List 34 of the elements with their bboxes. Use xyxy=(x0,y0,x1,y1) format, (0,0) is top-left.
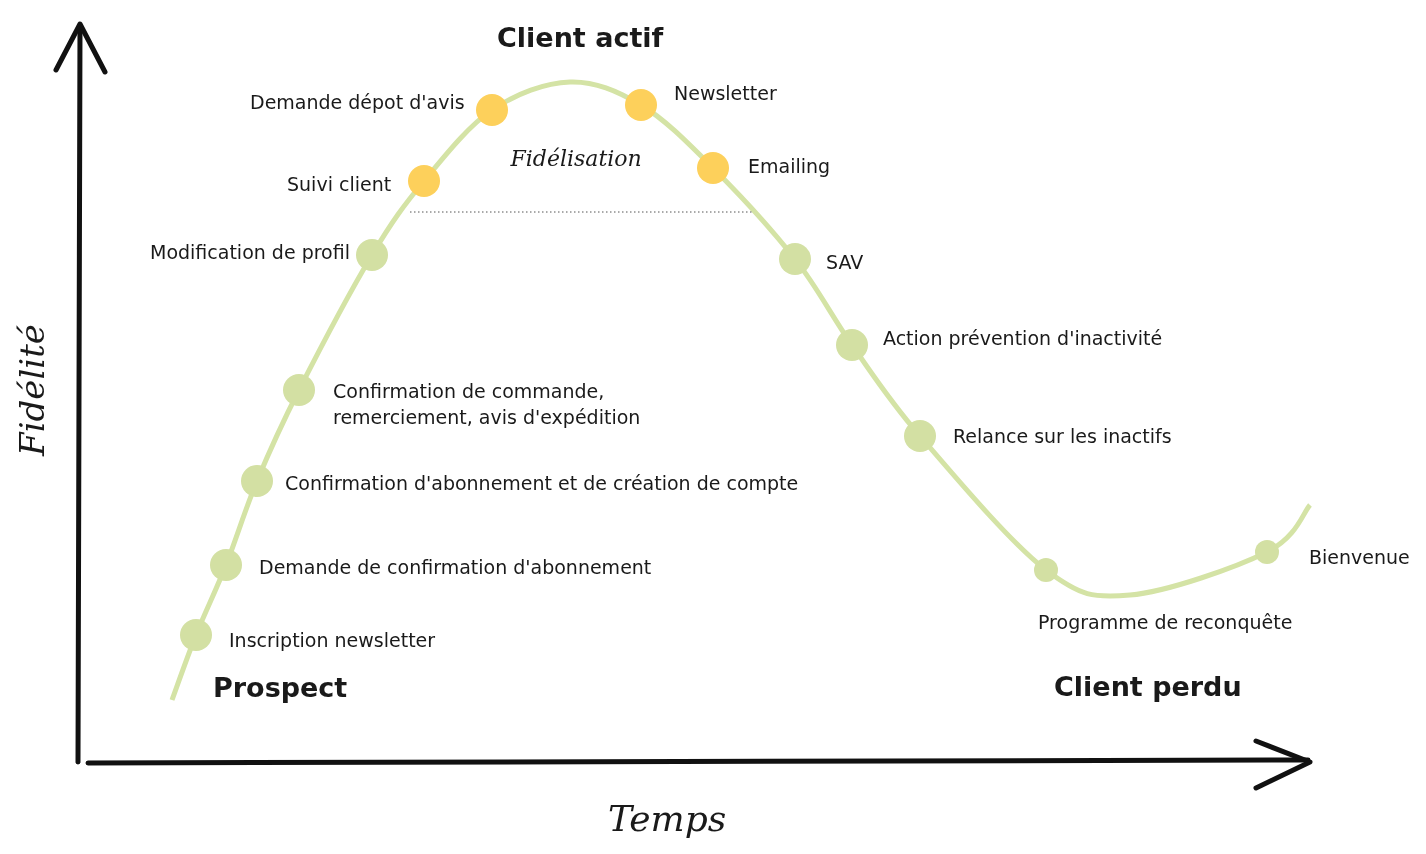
milestone-label: Inscription newsletter xyxy=(229,628,436,653)
milestone-label: Suivi client xyxy=(287,172,392,197)
milestone-label: Confirmation d'abonnement et de création de compte xyxy=(285,471,799,496)
milestone-label: Action prévention d'inactivité xyxy=(883,326,1163,351)
milestone-label: Programme de reconquête xyxy=(1038,610,1293,635)
milestone-dot xyxy=(180,619,212,651)
milestone-dot xyxy=(408,165,440,197)
milestone-dot xyxy=(625,89,657,121)
milestone-label: Newsletter xyxy=(674,81,777,106)
milestone-dot xyxy=(210,549,242,581)
section-label: Fidélisation xyxy=(510,145,642,171)
milestone-dot xyxy=(1255,540,1279,564)
phase-label: Prospect xyxy=(213,671,348,703)
milestone-dot xyxy=(836,329,868,361)
milestone-dot xyxy=(779,243,811,275)
milestone-dot xyxy=(476,94,508,126)
heading: Client actif xyxy=(497,21,664,53)
milestone-dot xyxy=(1034,558,1058,582)
milestone-label: Confirmation de commande, remerciement, avis d'expédition xyxy=(333,379,642,430)
milestone-label: Emailing xyxy=(748,154,831,179)
milestone-dot xyxy=(904,420,936,452)
axis-title: Temps xyxy=(608,797,727,839)
milestone-dot xyxy=(283,374,315,406)
milestone-label: Bienvenue xyxy=(1309,545,1410,570)
milestone-label: SAV xyxy=(826,250,864,275)
milestone-label: Demande dépot d'avis xyxy=(250,90,465,115)
milestone-label: Modification de profil xyxy=(150,240,350,265)
milestone-dot xyxy=(356,239,388,271)
milestone-dot xyxy=(241,465,273,497)
milestone-label: Relance sur les inactifs xyxy=(953,424,1172,449)
phase-label: Client perdu xyxy=(1054,670,1242,702)
axis-title: Fidélité xyxy=(11,324,52,456)
milestone-label: Demande de confirmation d'abonnement xyxy=(259,555,652,580)
milestone-dot xyxy=(697,152,729,184)
